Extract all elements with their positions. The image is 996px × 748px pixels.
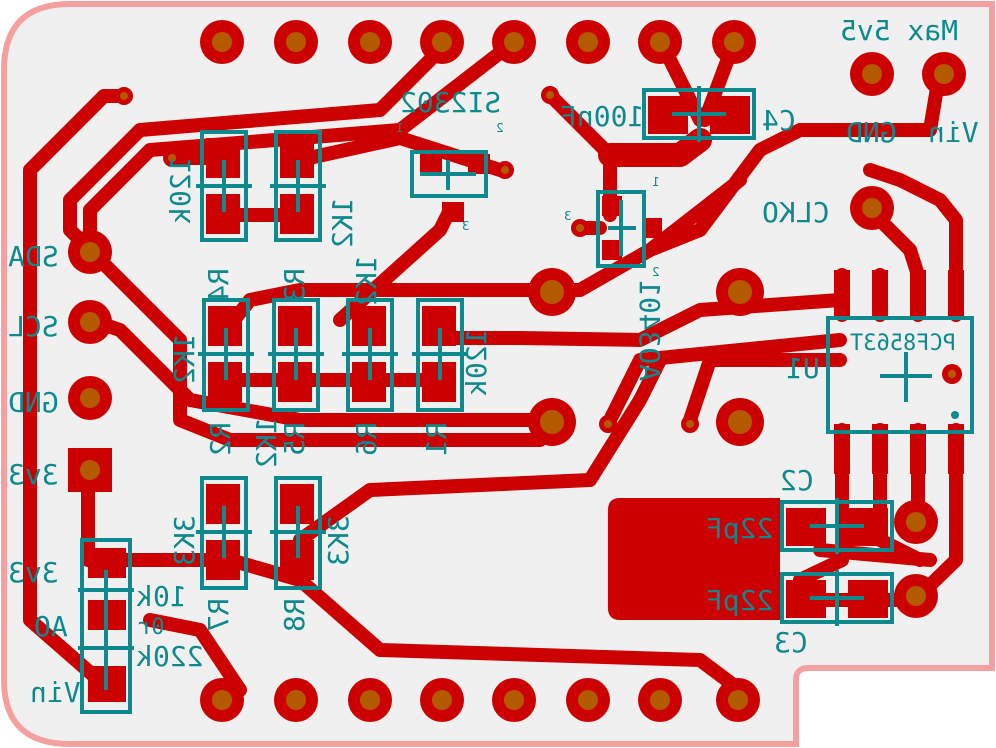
label-c3: C3: [774, 626, 808, 659]
header-top-pads: [200, 20, 756, 64]
label-r5-value: 1K2: [250, 417, 283, 468]
label-r2-value: 1K2: [168, 333, 201, 384]
label-r5: R5: [278, 422, 311, 456]
label-vin-sel: Vin: [30, 676, 81, 709]
label-vin-top: Vin: [928, 116, 979, 149]
label-u1: U1: [786, 352, 820, 385]
label-220k: 220k: [136, 640, 204, 673]
label-max-voltage: Max 5v5: [840, 14, 958, 47]
label-gnd-top: GND: [846, 116, 897, 149]
label-3v3-sel: 3v3: [8, 556, 59, 589]
label-c3-value: 22pF: [706, 584, 773, 617]
label-r4-value: 120k: [164, 156, 197, 224]
label-0r: 0r: [138, 615, 165, 640]
label-pcf8563t: PCF8563T: [850, 331, 956, 356]
label-sda: SDA: [8, 240, 59, 273]
header-bottom-pads: [200, 678, 760, 722]
label-q1-pin3: 3: [462, 219, 470, 233]
label-r1: R1: [420, 422, 453, 456]
label-r6: R6: [350, 422, 383, 456]
silkscreen-text: Max 5v5 Vin GND CLKO SDA SCL GND 3v3 3v3…: [8, 14, 979, 709]
label-c2-value: 22pF: [706, 512, 773, 545]
label-q1-pin1: 1: [396, 121, 404, 135]
silkscreen-outlines: [78, 86, 974, 714]
vias: [115, 86, 699, 433]
label-q1-pin2: 2: [496, 121, 504, 135]
label-c4-value: 100nF: [560, 100, 644, 133]
label-r4: R4: [202, 268, 235, 302]
label-q2-pin1: 1: [652, 175, 660, 189]
copper-pour: [608, 498, 780, 620]
label-3v3-left: 3v3: [8, 458, 59, 491]
label-r7: R7: [202, 598, 235, 632]
label-si2302: SI2302: [400, 86, 501, 119]
label-r7-value: 3K3: [168, 515, 201, 566]
label-r8: R8: [278, 598, 311, 632]
label-r6-value: 1K2: [350, 255, 383, 306]
label-c2: C2: [780, 464, 814, 497]
label-clko: CLKO: [762, 196, 829, 229]
label-q2-pin2: 2: [652, 265, 660, 279]
left-connector-pads: [68, 230, 112, 492]
label-gnd-left: GND: [8, 386, 59, 419]
label-q2-pin3: 3: [564, 209, 572, 223]
label-r3: R3: [278, 268, 311, 302]
label-r8-value: 3K3: [322, 515, 355, 566]
mounting-pads: [528, 268, 764, 446]
label-ao3401: AO3401: [633, 280, 666, 381]
label-ao-sel: AO: [34, 610, 68, 643]
label-r3-value: 1K2: [326, 197, 359, 248]
label-scl: SCL: [8, 310, 59, 343]
right-connector-pads: [850, 52, 966, 618]
label-10k: 10k: [136, 580, 187, 613]
label-c4: C4: [762, 104, 796, 137]
label-r2: R2: [204, 422, 237, 456]
label-r1-value: 120k: [460, 328, 493, 396]
